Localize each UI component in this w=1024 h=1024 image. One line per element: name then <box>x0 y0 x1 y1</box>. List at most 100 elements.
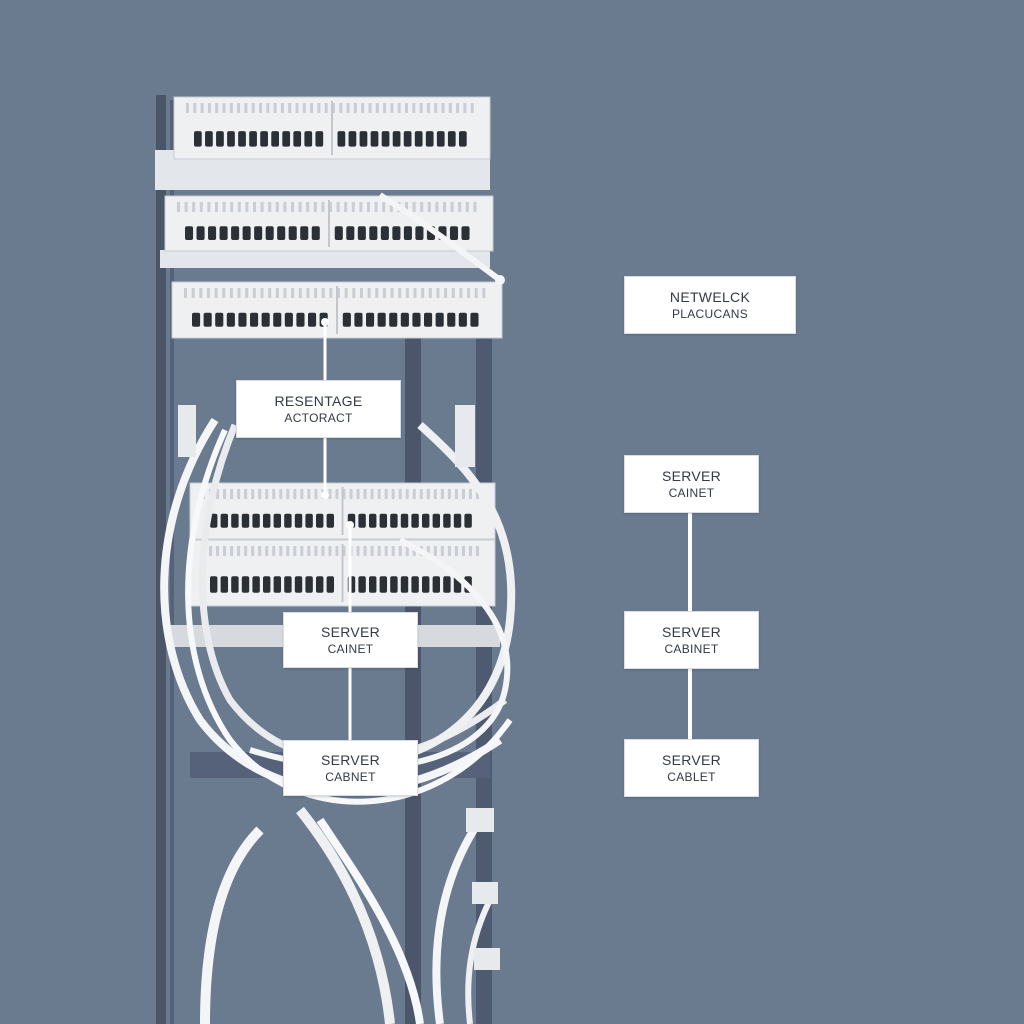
network-port[interactable] <box>288 226 297 240</box>
network-port[interactable] <box>337 131 346 147</box>
network-port[interactable] <box>210 576 218 593</box>
network-port[interactable] <box>210 513 218 528</box>
network-port[interactable] <box>252 576 260 593</box>
network-port[interactable] <box>411 576 419 593</box>
network-port[interactable] <box>389 312 398 327</box>
network-port[interactable] <box>346 226 355 240</box>
network-port[interactable] <box>400 576 409 593</box>
network-port[interactable] <box>196 226 205 240</box>
network-port[interactable] <box>260 131 268 147</box>
network-port[interactable] <box>220 576 229 593</box>
network-port[interactable] <box>392 131 401 147</box>
network-port[interactable] <box>215 312 224 327</box>
network-port[interactable] <box>249 131 257 147</box>
network-port[interactable] <box>435 312 444 327</box>
network-port[interactable] <box>354 312 363 327</box>
network-port[interactable] <box>241 513 250 528</box>
network-port[interactable] <box>308 312 317 327</box>
network-port[interactable] <box>261 312 270 327</box>
network-port[interactable] <box>359 131 368 147</box>
network-port[interactable] <box>436 131 445 147</box>
network-port[interactable] <box>379 513 388 528</box>
network-port[interactable] <box>458 312 467 327</box>
network-port[interactable] <box>227 131 235 147</box>
network-port[interactable] <box>316 576 324 593</box>
network-port[interactable] <box>369 513 377 528</box>
network-port[interactable] <box>390 576 398 593</box>
network-port[interactable] <box>357 226 366 240</box>
network-port[interactable] <box>254 226 263 240</box>
network-port[interactable] <box>205 131 213 147</box>
network-port[interactable] <box>414 131 423 147</box>
network-port[interactable] <box>381 131 390 147</box>
network-port[interactable] <box>263 513 271 528</box>
network-port[interactable] <box>185 226 194 240</box>
network-port[interactable] <box>273 513 282 528</box>
network-port[interactable] <box>400 312 409 327</box>
network-port[interactable] <box>443 513 451 528</box>
network-port[interactable] <box>293 131 302 147</box>
network-port[interactable] <box>415 226 424 240</box>
network-port[interactable] <box>277 226 286 240</box>
network-port[interactable] <box>422 576 430 593</box>
network-port[interactable] <box>192 312 201 327</box>
network-port[interactable] <box>392 226 401 240</box>
network-port[interactable] <box>231 513 239 528</box>
network-port[interactable] <box>348 131 357 147</box>
network-port[interactable] <box>370 131 379 147</box>
network-port[interactable] <box>458 131 467 147</box>
network-port[interactable] <box>366 312 375 327</box>
network-port[interactable] <box>311 226 320 240</box>
network-port[interactable] <box>219 226 228 240</box>
network-port[interactable] <box>424 312 433 327</box>
network-port[interactable] <box>273 312 282 327</box>
network-port[interactable] <box>403 226 412 240</box>
network-port[interactable] <box>315 131 324 147</box>
network-port[interactable] <box>377 312 386 327</box>
network-port[interactable] <box>273 576 282 593</box>
network-port[interactable] <box>203 312 212 327</box>
network-port[interactable] <box>305 576 313 593</box>
network-port[interactable] <box>449 226 459 240</box>
network-port[interactable] <box>443 576 451 593</box>
network-port[interactable] <box>342 312 351 327</box>
network-port[interactable] <box>242 226 251 240</box>
network-port[interactable] <box>358 576 366 593</box>
network-port[interactable] <box>250 312 259 327</box>
network-port[interactable] <box>412 312 421 327</box>
network-port[interactable] <box>334 226 343 240</box>
network-port[interactable] <box>300 226 309 240</box>
network-port[interactable] <box>432 513 441 528</box>
network-port[interactable] <box>271 131 280 147</box>
network-port[interactable] <box>422 513 430 528</box>
network-port[interactable] <box>447 131 456 147</box>
network-port[interactable] <box>432 576 441 593</box>
network-port[interactable] <box>238 312 247 327</box>
network-port[interactable] <box>216 131 224 147</box>
network-port[interactable] <box>380 226 389 240</box>
network-port[interactable] <box>294 576 303 593</box>
network-port[interactable] <box>241 576 250 593</box>
network-port[interactable] <box>265 226 274 240</box>
network-port[interactable] <box>461 226 470 240</box>
network-port[interactable] <box>369 226 378 240</box>
network-port[interactable] <box>379 576 388 593</box>
network-port[interactable] <box>284 513 292 528</box>
network-port[interactable] <box>238 131 246 147</box>
network-port[interactable] <box>296 312 305 327</box>
network-port[interactable] <box>282 131 291 147</box>
network-port[interactable] <box>294 513 303 528</box>
network-port[interactable] <box>220 513 229 528</box>
network-port[interactable] <box>226 312 235 327</box>
network-port[interactable] <box>326 513 335 528</box>
network-port[interactable] <box>316 513 324 528</box>
network-port[interactable] <box>425 131 434 147</box>
network-port[interactable] <box>208 226 217 240</box>
network-port[interactable] <box>470 312 479 327</box>
network-port[interactable] <box>304 131 313 147</box>
network-port[interactable] <box>453 513 462 528</box>
network-port[interactable] <box>305 513 313 528</box>
network-port[interactable] <box>231 576 239 593</box>
network-port[interactable] <box>369 576 377 593</box>
network-port[interactable] <box>400 513 409 528</box>
